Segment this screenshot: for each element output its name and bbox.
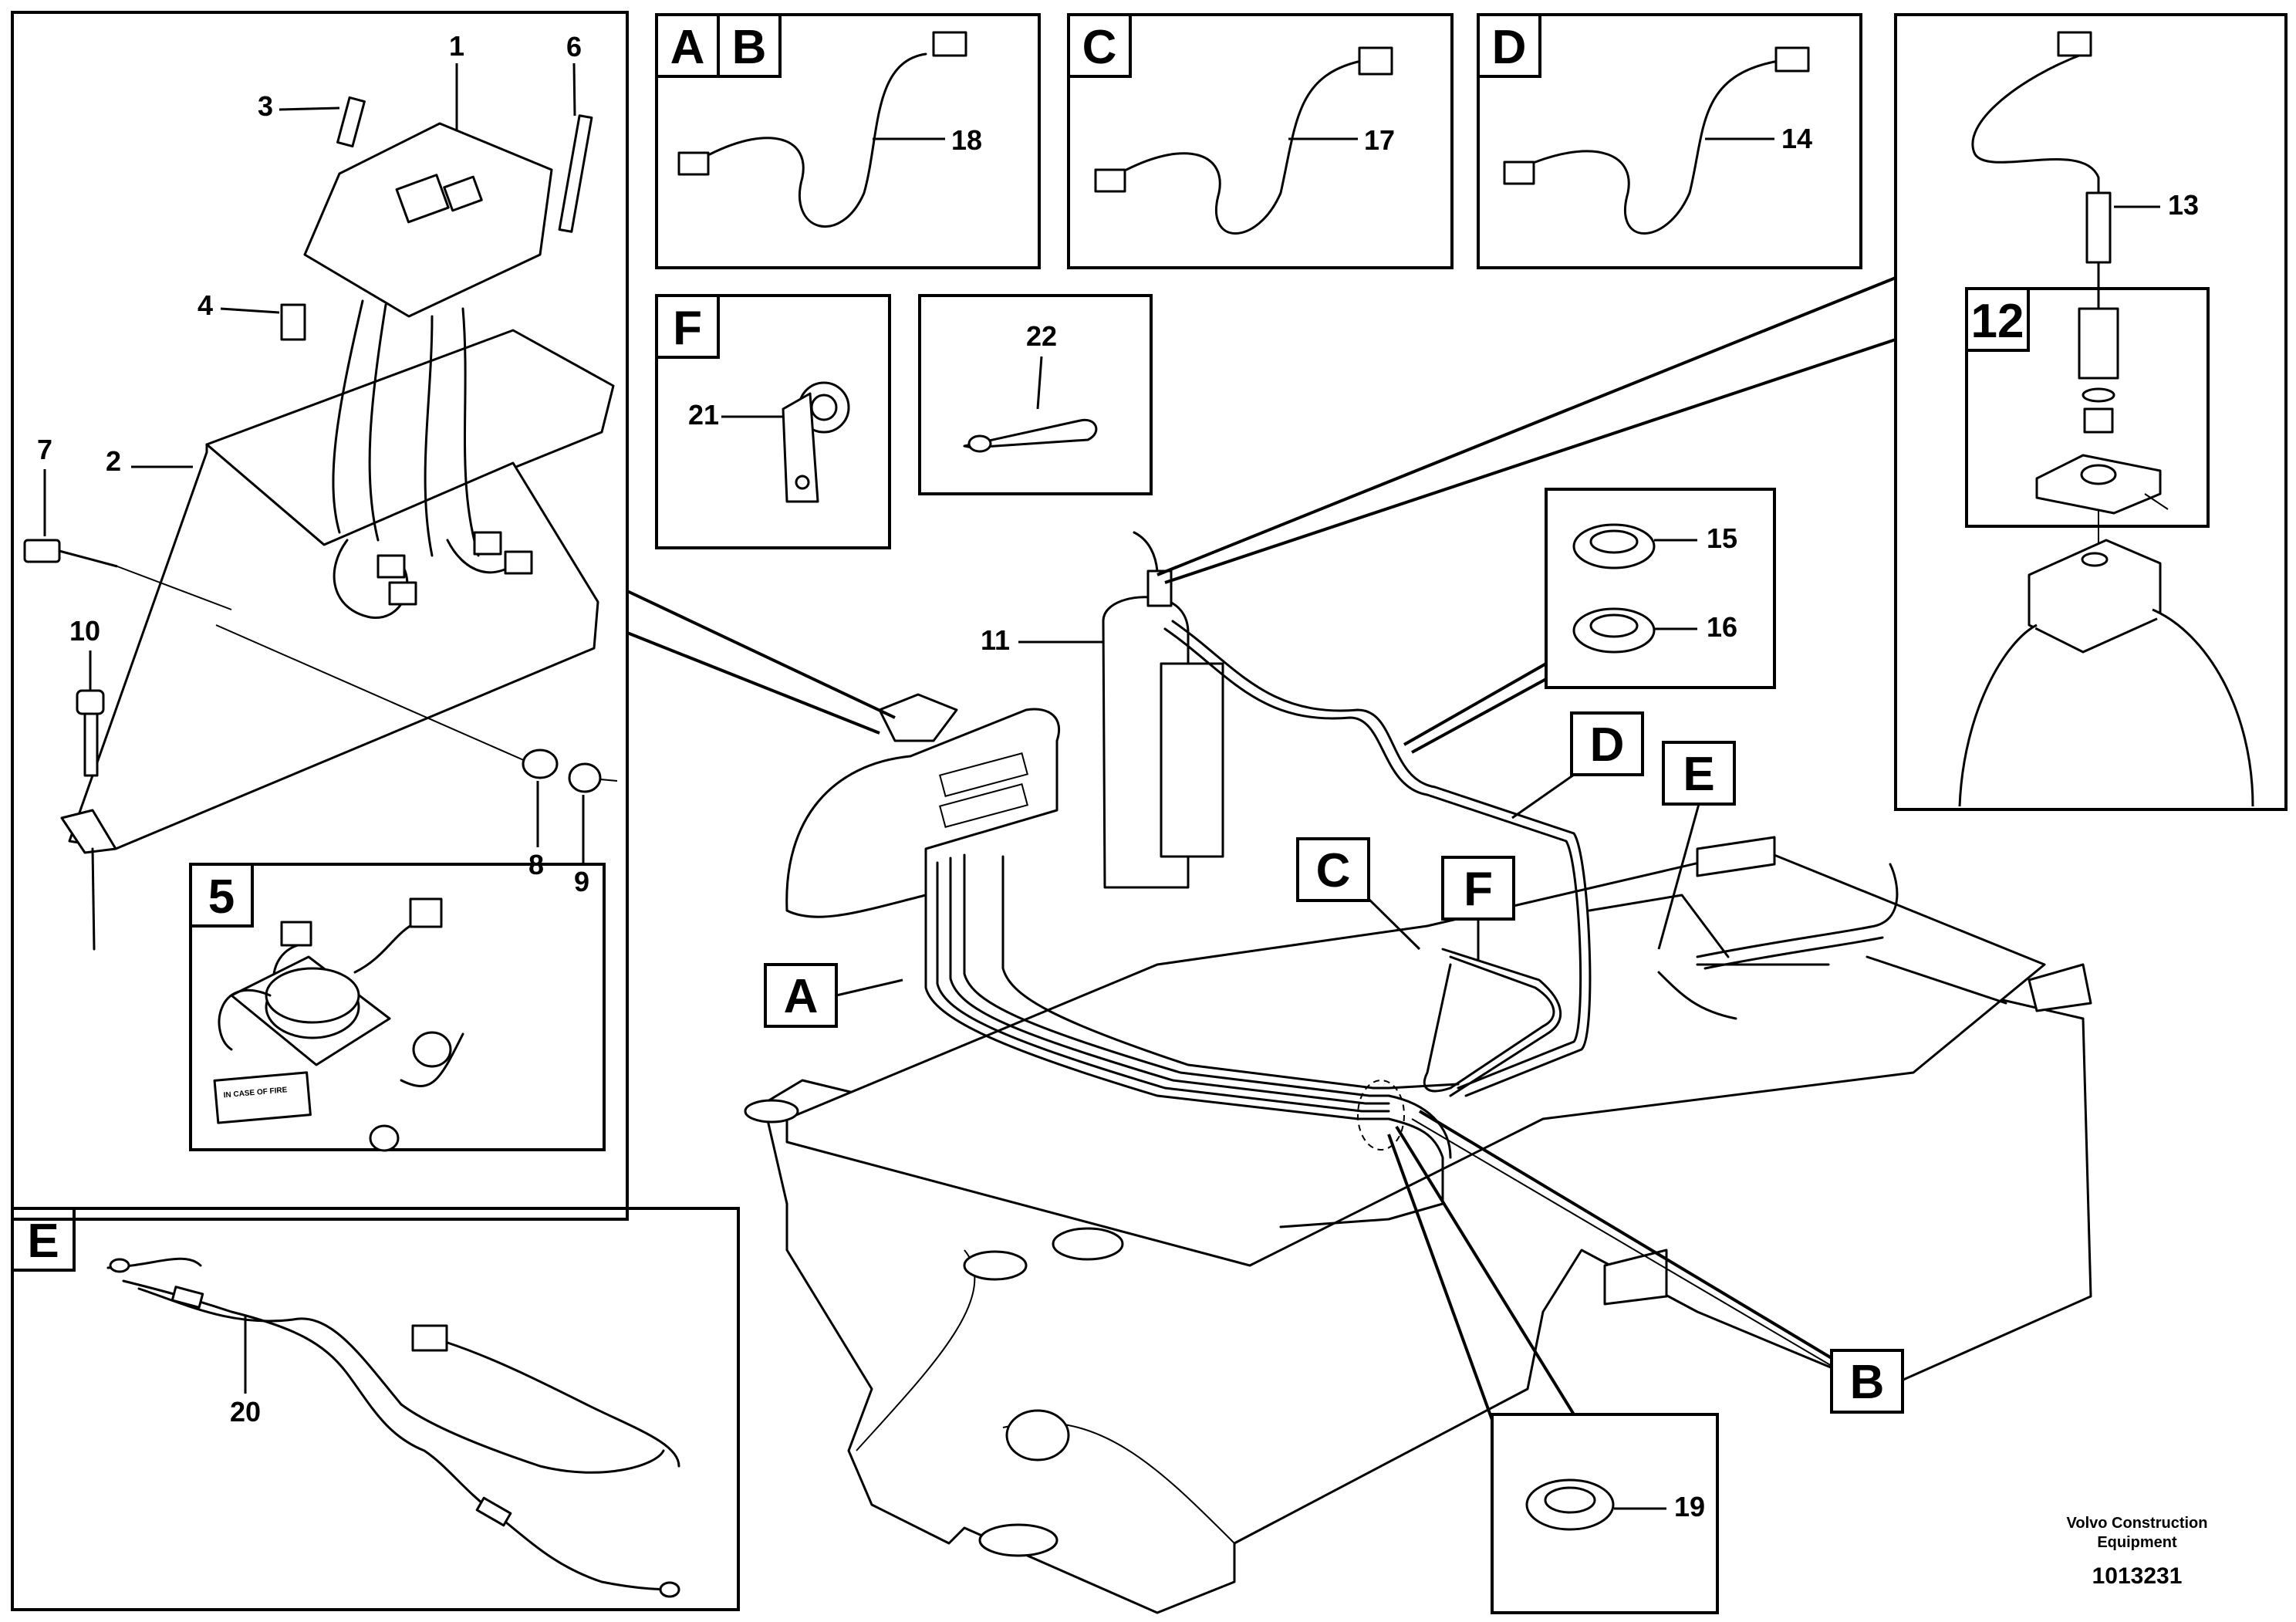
callout-9: 9 [574, 866, 589, 897]
detail-5-fire-button: 5 IN CASE OF FIRE [189, 863, 606, 1152]
safety-ring [412, 1031, 452, 1068]
frame-hole [744, 1099, 799, 1124]
nut-9 [568, 762, 602, 793]
callout-1: 1 [449, 30, 464, 62]
callout-18: 18 [951, 124, 982, 156]
callout-10: 10 [69, 615, 100, 647]
callout-19: 19 [1674, 1491, 1705, 1522]
view-flag-b-label: B [1850, 1356, 1885, 1409]
harness-connector [475, 1496, 512, 1527]
safety-pin [369, 1124, 400, 1152]
detail-5-label: 5 [208, 870, 235, 924]
view-flag-b [1830, 1349, 1904, 1414]
callout-3: 3 [258, 90, 273, 122]
connector-plug [409, 897, 443, 928]
callout-14: 14 [1781, 123, 1812, 154]
detail-extinguisher-head: 12 13 [1894, 13, 2288, 811]
warning-card [213, 1071, 312, 1124]
callout-22: 22 [1026, 320, 1057, 352]
detail-c-cable: C 17 [1067, 13, 1454, 269]
connector-plug [280, 921, 312, 947]
screw-6 [558, 114, 593, 233]
connector-plug [376, 554, 406, 579]
cable-tie-22 [963, 418, 1098, 449]
view-a-label: A [670, 21, 705, 74]
connector-plug [1503, 161, 1535, 185]
spacer-4 [280, 303, 306, 341]
control-panel [303, 122, 553, 318]
view-f-label: F [673, 302, 702, 355]
harness-connector [411, 1324, 448, 1352]
publisher-line-2: Equipment [2097, 1534, 2177, 1551]
view-flag-c-label: C [1316, 844, 1351, 897]
callout-20: 20 [230, 1396, 261, 1428]
publisher-line-1: Volvo Construction [2067, 1515, 2208, 1532]
frame-hole [1052, 1227, 1124, 1261]
connector-plug [1094, 168, 1126, 193]
extinguisher-cylinder-top [1958, 608, 2254, 807]
view-d-label: D [1492, 21, 1527, 74]
detail-grommets: 15 16 [1545, 488, 1776, 689]
view-e-label: E [27, 1215, 59, 1268]
detail-grommet-19: 19 [1491, 1413, 1719, 1614]
view-flag-a [764, 963, 838, 1028]
view-c-label: C [1082, 21, 1117, 74]
view-flag-f-label: F [1464, 863, 1493, 916]
connector-plug [473, 531, 502, 556]
view-flag-e [1662, 741, 1736, 806]
connector-plug [388, 581, 417, 606]
callout-21: 21 [688, 399, 719, 431]
callout-4: 4 [198, 289, 213, 321]
frame-hole [1005, 1409, 1070, 1461]
publisher-block: Volvo Construction Equipment 1013231 [2067, 1515, 2208, 1589]
callout-2: 2 [106, 445, 121, 477]
callout-13: 13 [2168, 189, 2199, 221]
harness-sleeve [171, 1286, 204, 1309]
connector-plug [1774, 46, 1810, 73]
view-flag-d-label: D [1590, 718, 1625, 772]
callout-7: 7 [37, 434, 52, 465]
grommet-location [1357, 1080, 1405, 1151]
adapter-fitting [2078, 307, 2119, 380]
connector-plug [677, 151, 710, 176]
view-b-label: B [732, 21, 767, 74]
callout-16: 16 [1707, 611, 1737, 643]
view-flag-a-label: A [784, 970, 819, 1023]
main-assembly: 11 A C [744, 531, 2092, 1614]
callout-11: 11 [981, 624, 1010, 656]
connector-plug [1358, 46, 1393, 76]
frame-hole [963, 1250, 1028, 1281]
view-flag-e-label: E [1683, 748, 1714, 801]
callout-15: 15 [1707, 522, 1737, 554]
screw-3 [336, 96, 366, 148]
bolt-10 [76, 689, 105, 715]
document-number: 1013231 [2092, 1563, 2183, 1589]
cylinder-bracket [1160, 662, 1224, 858]
detail-ab-cable: A B 18 [655, 13, 1041, 269]
callout-17: 17 [1364, 124, 1395, 156]
detail-d-cable: D 14 [1477, 13, 1862, 269]
connector-plug [504, 550, 533, 575]
callout-6: 6 [566, 31, 582, 63]
detail-cable-tie: 22 [918, 294, 1153, 495]
console-switch-row [939, 752, 1028, 828]
pointer-lines [626, 276, 1896, 1421]
sensor-13 [2085, 191, 2112, 264]
detail-e-harness: E 20 [11, 1207, 740, 1611]
view-flag-c [1296, 837, 1370, 902]
view-flag-d [1570, 711, 1644, 776]
bracket-side-plate [68, 443, 599, 850]
washer-8 [522, 748, 559, 779]
connector-plug [2057, 31, 2092, 57]
detail-f-clamp: F 21 [655, 294, 891, 549]
detail-12-label: 12 [1971, 295, 2024, 348]
connector-plug [932, 31, 967, 57]
control-unit-detail-panel: 1 2 3 4 6 7 8 9 10 5 [11, 11, 629, 1221]
bolt-7 [23, 539, 61, 563]
frame-hole [978, 1523, 1059, 1557]
frame-top-plate [785, 847, 2046, 1267]
